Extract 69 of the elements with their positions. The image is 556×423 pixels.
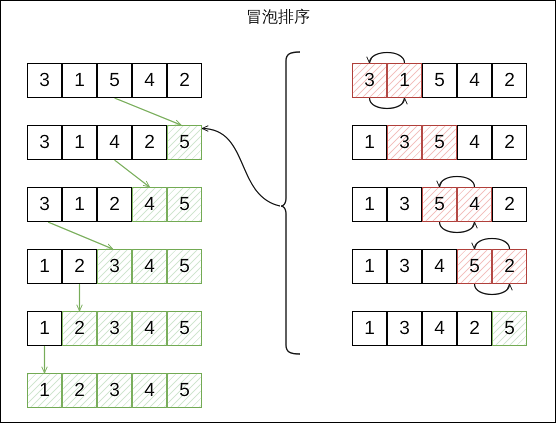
array-cell: 3 — [27, 125, 62, 160]
array-cell: 2 — [492, 187, 527, 222]
arrow — [48, 221, 114, 250]
array-cell: 3 — [27, 187, 62, 222]
arrow — [41, 346, 48, 374]
array-cell: 4 — [132, 311, 167, 346]
array-cell: 1 — [27, 373, 62, 408]
array-cell: 1 — [352, 249, 387, 284]
array-cell: 3 — [97, 311, 132, 346]
arrow — [474, 284, 512, 296]
array-cell: 5 — [97, 63, 132, 98]
array-cell: 2 — [62, 373, 97, 408]
array-cell: 4 — [457, 187, 492, 222]
arrow — [368, 52, 406, 64]
array-cell: 1 — [62, 187, 97, 222]
arrow — [114, 159, 150, 188]
arrow — [114, 97, 182, 126]
array-cell: 4 — [132, 187, 167, 222]
array-cell: 2 — [167, 63, 202, 98]
array-cell: 4 — [132, 373, 167, 408]
arrow — [368, 98, 406, 110]
arrow — [438, 222, 476, 234]
array-cell: 4 — [422, 311, 457, 346]
array-cell: 1 — [352, 187, 387, 222]
array-cell: 5 — [167, 187, 202, 222]
array-cell: 2 — [492, 63, 527, 98]
array-cell: 1 — [352, 125, 387, 160]
curly-brace — [280, 51, 301, 355]
array-cell: 4 — [97, 125, 132, 160]
array-cell: 2 — [492, 125, 527, 160]
array-cell: 3 — [387, 187, 422, 222]
array-cell: 2 — [132, 125, 167, 160]
array-cell: 4 — [132, 63, 167, 98]
array-cell: 2 — [97, 187, 132, 222]
array-cell: 2 — [492, 249, 527, 284]
array-cell: 2 — [62, 249, 97, 284]
array-cell: 4 — [132, 249, 167, 284]
arrow — [472, 238, 510, 250]
array-cell: 5 — [167, 249, 202, 284]
array-cell: 5 — [167, 125, 202, 160]
array-cell: 2 — [62, 311, 97, 346]
title: 冒泡排序 — [245, 8, 311, 28]
array-cell: 1 — [352, 311, 387, 346]
arrow — [438, 176, 476, 188]
array-cell: 5 — [422, 187, 457, 222]
array-cell: 5 — [167, 373, 202, 408]
array-cell: 3 — [352, 63, 387, 98]
array-cell: 3 — [387, 125, 422, 160]
arrow — [76, 284, 83, 312]
array-cell: 4 — [457, 125, 492, 160]
array-cell: 1 — [62, 125, 97, 160]
array-cell: 1 — [27, 311, 62, 346]
array-cell: 4 — [457, 63, 492, 98]
array-cell: 5 — [492, 311, 527, 346]
array-cell: 5 — [167, 311, 202, 346]
array-cell: 4 — [422, 249, 457, 284]
array-cell: 1 — [27, 249, 62, 284]
array-cell: 5 — [422, 125, 457, 160]
array-cell: 3 — [97, 373, 132, 408]
array-cell: 3 — [387, 311, 422, 346]
array-cell: 5 — [422, 63, 457, 98]
array-cell: 1 — [62, 63, 97, 98]
arrow — [202, 126, 280, 207]
array-cell: 1 — [387, 63, 422, 98]
array-cell: 5 — [457, 249, 492, 284]
array-cell: 3 — [27, 63, 62, 98]
array-cell: 2 — [457, 311, 492, 346]
array-cell: 3 — [97, 249, 132, 284]
array-cell: 3 — [387, 249, 422, 284]
